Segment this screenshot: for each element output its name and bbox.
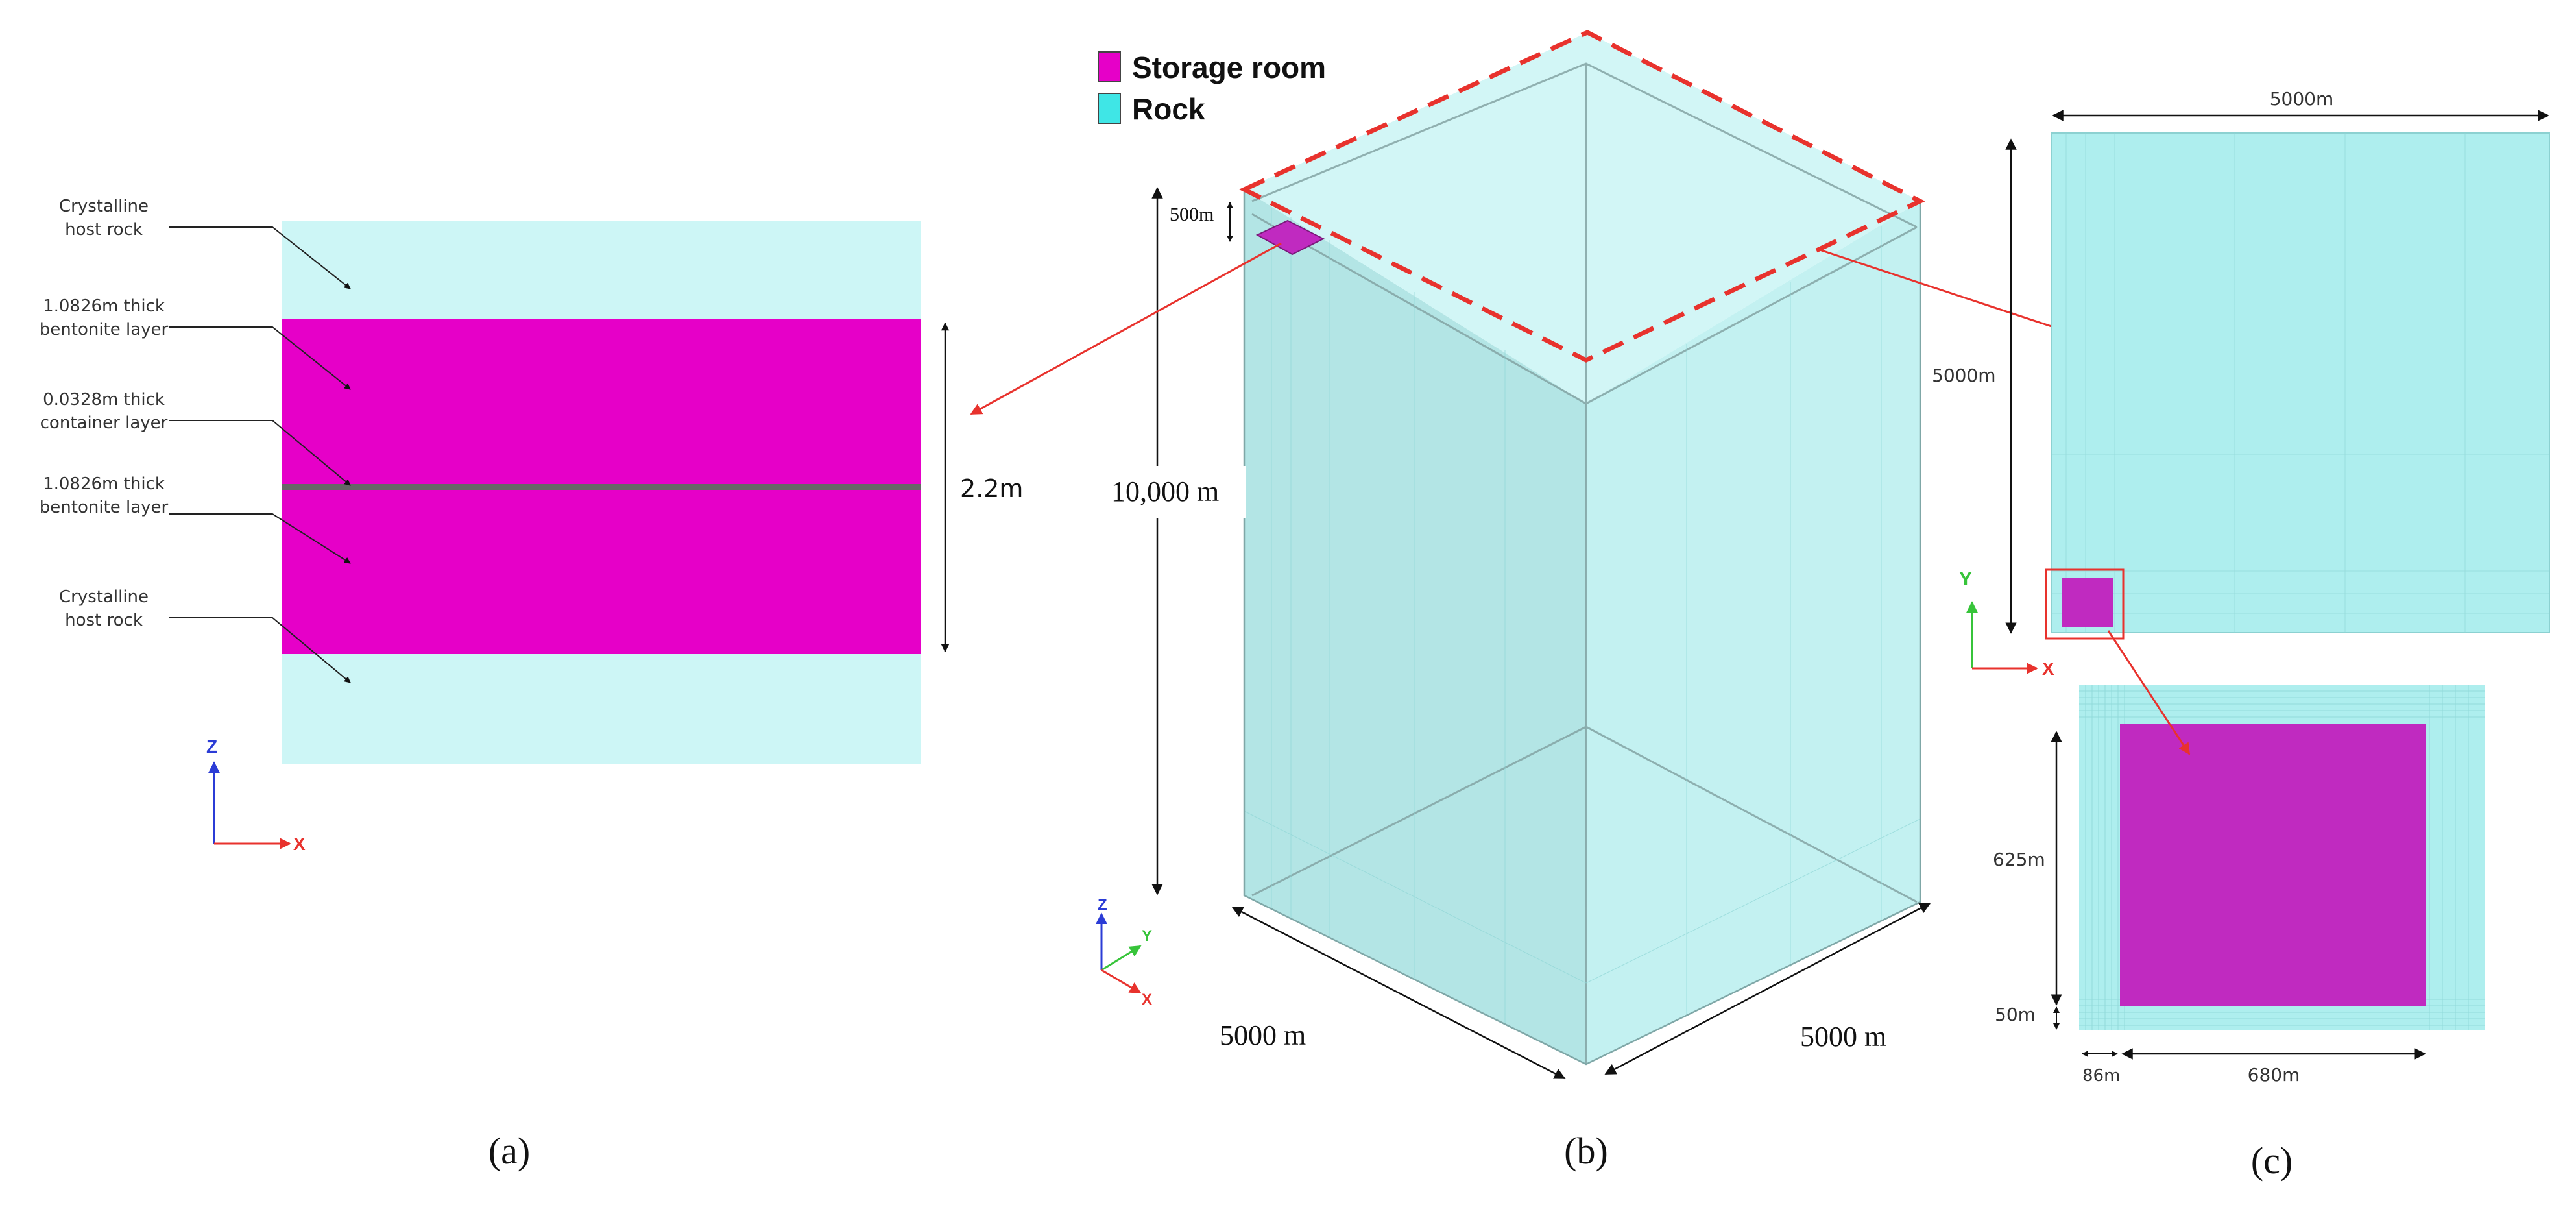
label-bentonite-bottom-2: bentonite layer <box>40 498 169 517</box>
panel-b: Storage room Rock <box>970 30 2165 1172</box>
caption-b: (b) <box>1564 1130 1608 1172</box>
dimension-label-top-height: 5000m <box>1932 365 1996 386</box>
dimension-label-500m: 500m <box>1170 204 1214 225</box>
container-layer <box>282 484 921 490</box>
dimension-label-width-left: 5000 m <box>1220 1019 1306 1051</box>
axis-x-label-a: X <box>293 834 306 854</box>
plan-view-storage-room <box>2062 578 2113 627</box>
dimension-label-top-width: 5000m <box>2270 88 2334 110</box>
legend-label-rock: Rock <box>1132 92 1205 126</box>
storage-room-3d <box>1255 219 1325 256</box>
top-host-rock <box>282 221 921 319</box>
dimension-label-room-width: 680m <box>2248 1064 2300 1086</box>
label-bentonite-bottom-1: 1.0826m thick <box>43 474 165 494</box>
callout-arrow-to-panel-a <box>970 242 1282 415</box>
axis-y-label-b: Y <box>1142 927 1152 945</box>
panel-a: Crystalline host rock 1.0826m thick benton… <box>40 197 1024 1172</box>
panel-c: 5000m 5000m Y X <box>1928 88 2550 1182</box>
panel-a-axes: Z X <box>206 737 306 854</box>
label-top-rock-2: host rock <box>65 220 143 239</box>
legend-swatch-rock <box>1098 93 1121 124</box>
dimension-label-room-offset-x: 86m <box>2082 1066 2120 1086</box>
dimension-label-width-right: 5000 m <box>1800 1021 1886 1053</box>
bottom-host-rock <box>282 654 921 764</box>
legend-swatch-storage <box>1098 51 1121 82</box>
detail-view-storage-room <box>2120 724 2426 1006</box>
dimension-label-room-offset-y: 50m <box>1995 1004 2036 1025</box>
label-bentonite-top-2: bentonite layer <box>40 320 169 339</box>
dimension-label-room-height: 625m <box>1993 849 2045 870</box>
axis-z-label-a: Z <box>206 737 217 757</box>
panel-a-leaders <box>169 226 351 683</box>
rock-block-3d <box>1238 30 1925 1066</box>
plan-view-rock <box>2051 132 2550 633</box>
label-container-1: 0.0328m thick <box>43 390 165 409</box>
axis-x-label-b: X <box>1142 991 1152 1008</box>
axis-x-label-c: X <box>2042 659 2054 679</box>
bentonite-layer-bottom <box>282 490 921 654</box>
block-top-face <box>1244 32 1920 404</box>
label-bentonite-top-1: 1.0826m thick <box>43 297 165 316</box>
panel-a-labels: Crystalline host rock 1.0826m thick benton… <box>40 197 169 630</box>
dimension-arrow-width-right <box>1604 902 1931 1075</box>
dimension-label-10000m: 10,000 m <box>1111 476 1219 507</box>
dimension-arrow-width-left <box>1231 906 1566 1080</box>
label-container-2: container layer <box>40 413 168 433</box>
label-bottom-rock-2: host rock <box>65 611 143 630</box>
label-top-rock-1: Crystalline <box>59 197 149 216</box>
axis-y-label-c: Y <box>1959 568 1972 590</box>
panel-b-axes: Z Y X <box>1096 896 1152 1008</box>
caption-c: (c) <box>2251 1139 2293 1182</box>
label-bottom-rock-1: Crystalline <box>59 587 149 607</box>
panel-c-axes: Y X <box>1959 568 2054 679</box>
dimension-label-2-2m: 2.2m <box>960 474 1023 503</box>
legend-label-storage: Storage room <box>1132 51 1326 84</box>
block-right-face <box>1586 201 1920 1064</box>
axis-z-label-b: Z <box>1098 896 1107 914</box>
caption-a: (a) <box>488 1130 530 1172</box>
legend: Storage room Rock <box>1098 51 1326 126</box>
top-surface-dashed-outline <box>1238 30 1925 363</box>
bentonite-layer-top <box>282 319 921 485</box>
callout-arrow-zoom <box>2107 630 2191 755</box>
plan-view-zoom-box <box>2045 568 2125 640</box>
